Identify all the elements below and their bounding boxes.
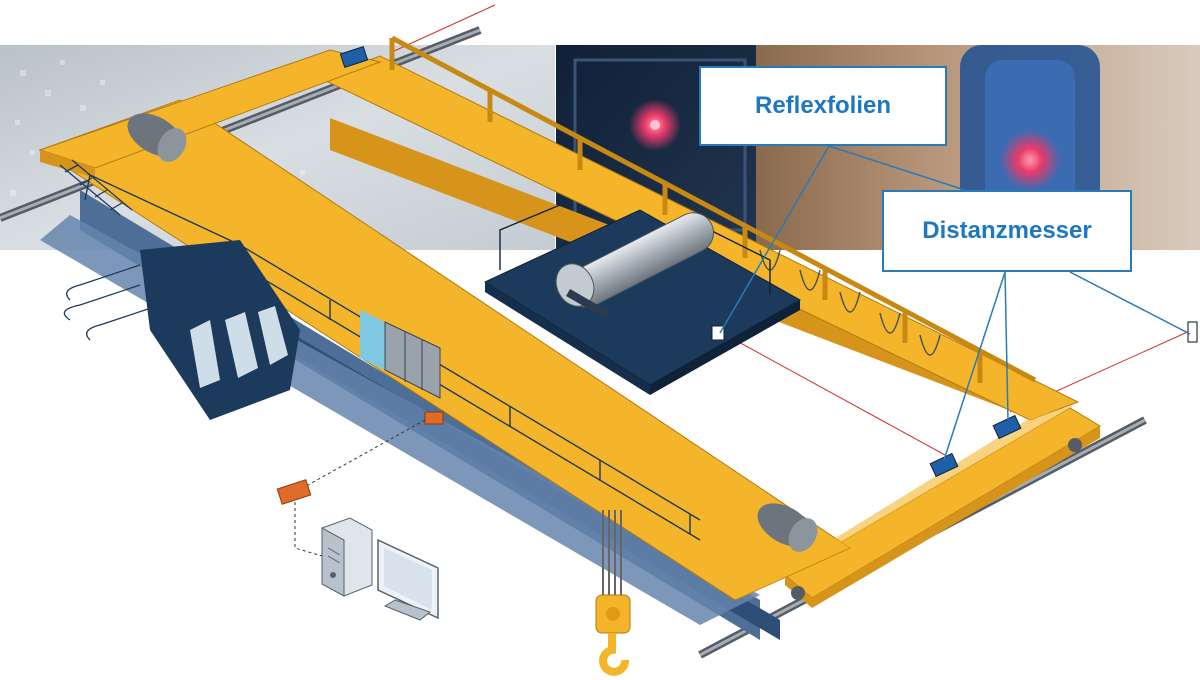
data-link — [307, 419, 426, 486]
distance-sensor-mid — [929, 452, 959, 478]
rear-walkway-railing — [389, 35, 1037, 383]
electrical-cabinets — [360, 310, 441, 399]
data-transceiver-crane — [424, 411, 444, 425]
end-carriage-right — [784, 407, 1101, 599]
wheel-right — [757, 503, 818, 552]
laser-beam-bridge — [734, 339, 946, 456]
operator-cabin — [140, 240, 300, 420]
distanzmesser-label: Distanzmesser — [882, 190, 1132, 272]
wheel-left — [127, 113, 187, 162]
data-transceiver-ground — [276, 479, 312, 505]
reflector-foil-right — [1187, 321, 1198, 343]
distance-sensor-top — [339, 46, 369, 68]
trolley-hoist — [483, 204, 802, 395]
hook-block — [595, 510, 631, 676]
laser-beam-top — [391, 4, 496, 53]
monitor-icon — [377, 538, 439, 621]
reflexfolien-label: Reflexfolien — [699, 66, 947, 146]
distance-sensor-right — [992, 414, 1022, 440]
reflector-foil-trolley — [711, 325, 725, 341]
computer-tower-icon — [321, 517, 373, 597]
access-stairs — [59, 159, 161, 341]
